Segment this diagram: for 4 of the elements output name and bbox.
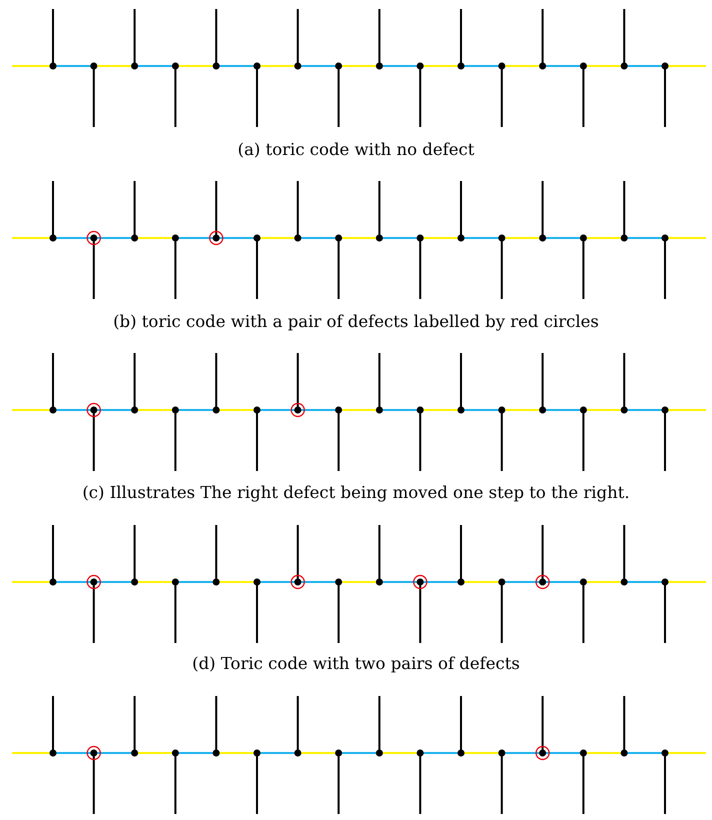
figure-caption: (d) Toric code with two pairs of defects (191, 654, 521, 673)
figure-caption: (b) toric code with a pair of defects labelled by red circles (112, 312, 600, 331)
figure-caption: (a) toric code with no defect (236, 140, 476, 159)
figure-caption: (c) Illustrates The right defect being moved one step to the right. (81, 483, 631, 502)
